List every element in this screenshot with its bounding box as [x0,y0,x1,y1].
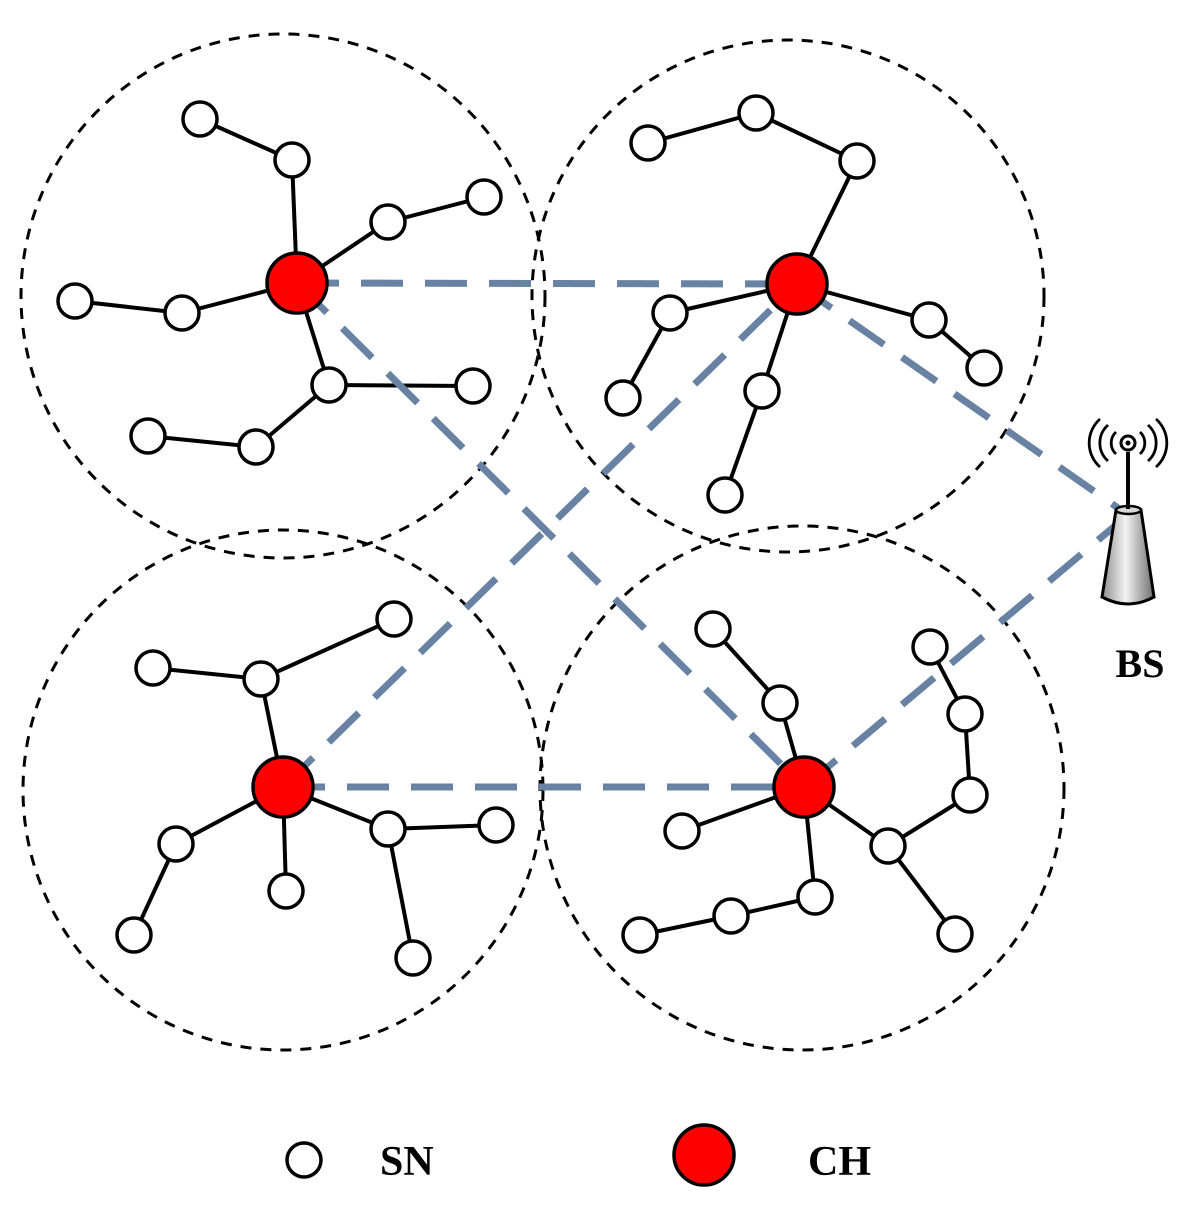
sensor-node [163,294,201,332]
sensor-node [911,628,949,666]
sensor-node [694,610,732,648]
sensor-node [465,178,503,216]
sensor-node [910,301,948,339]
cluster-heads [251,251,836,819]
route-link [296,279,798,288]
route-link [294,280,807,790]
intra-cluster-links [74,111,986,959]
legend-ch-label: CH [808,1139,871,1185]
sensor-node [369,810,407,848]
sensor-node [761,684,799,722]
legend-cluster-head-marker [672,1123,736,1187]
base-station-label: BS [1116,641,1165,686]
route-link [794,281,1131,518]
sensor-node [394,939,432,977]
antenna-tower-icon [1087,417,1169,606]
sensor-node [115,916,153,954]
sensor-node [951,776,989,814]
sensor-node [706,476,744,514]
sensor-node [181,100,219,138]
sensor-node [946,695,984,733]
sensor-node [936,915,974,953]
cluster-boundary-top-right [530,38,1046,554]
sensor-node [129,417,167,455]
routing-links [280,279,1131,791]
sensor-node [651,294,689,332]
cluster-head-top-right [765,252,829,316]
link [260,617,395,681]
sensor-node [56,282,94,320]
link [386,828,415,959]
sensor-node [157,825,195,863]
cluster-boundary-top-left [19,32,547,560]
sensor-node [369,203,407,241]
cluster-head-top-left [265,251,329,315]
sensor-node [663,812,701,850]
sensor-node [134,649,172,687]
route-link [280,281,800,790]
cluster-boundaries [19,32,1066,1052]
sensor-node [375,600,413,638]
sensor-node [796,878,834,916]
sensor-node [737,94,775,132]
legend: SN CH [285,1123,871,1187]
sensor-node [869,827,907,865]
sensor-nodes [56,94,1003,977]
sensor-node [242,660,280,698]
sensor-node [237,428,275,466]
sensor-node [604,379,642,417]
sensor-node [310,366,348,404]
sensor-node [454,367,492,405]
sensor-node [267,872,305,910]
sensor-node [743,372,781,410]
cluster-head-bottom-right [772,755,836,819]
sensor-node [838,142,876,180]
sensor-node [621,916,659,954]
sensor-node [273,141,311,179]
legend-sensor-node-marker [285,1141,323,1179]
sensor-node [477,806,515,844]
legend-sn-label: SN [380,1139,434,1185]
sensor-node [629,124,667,162]
sensor-node [712,897,750,935]
cluster-head-bottom-left [251,755,315,819]
route-link [801,512,1131,790]
sensor-node [965,349,1003,387]
